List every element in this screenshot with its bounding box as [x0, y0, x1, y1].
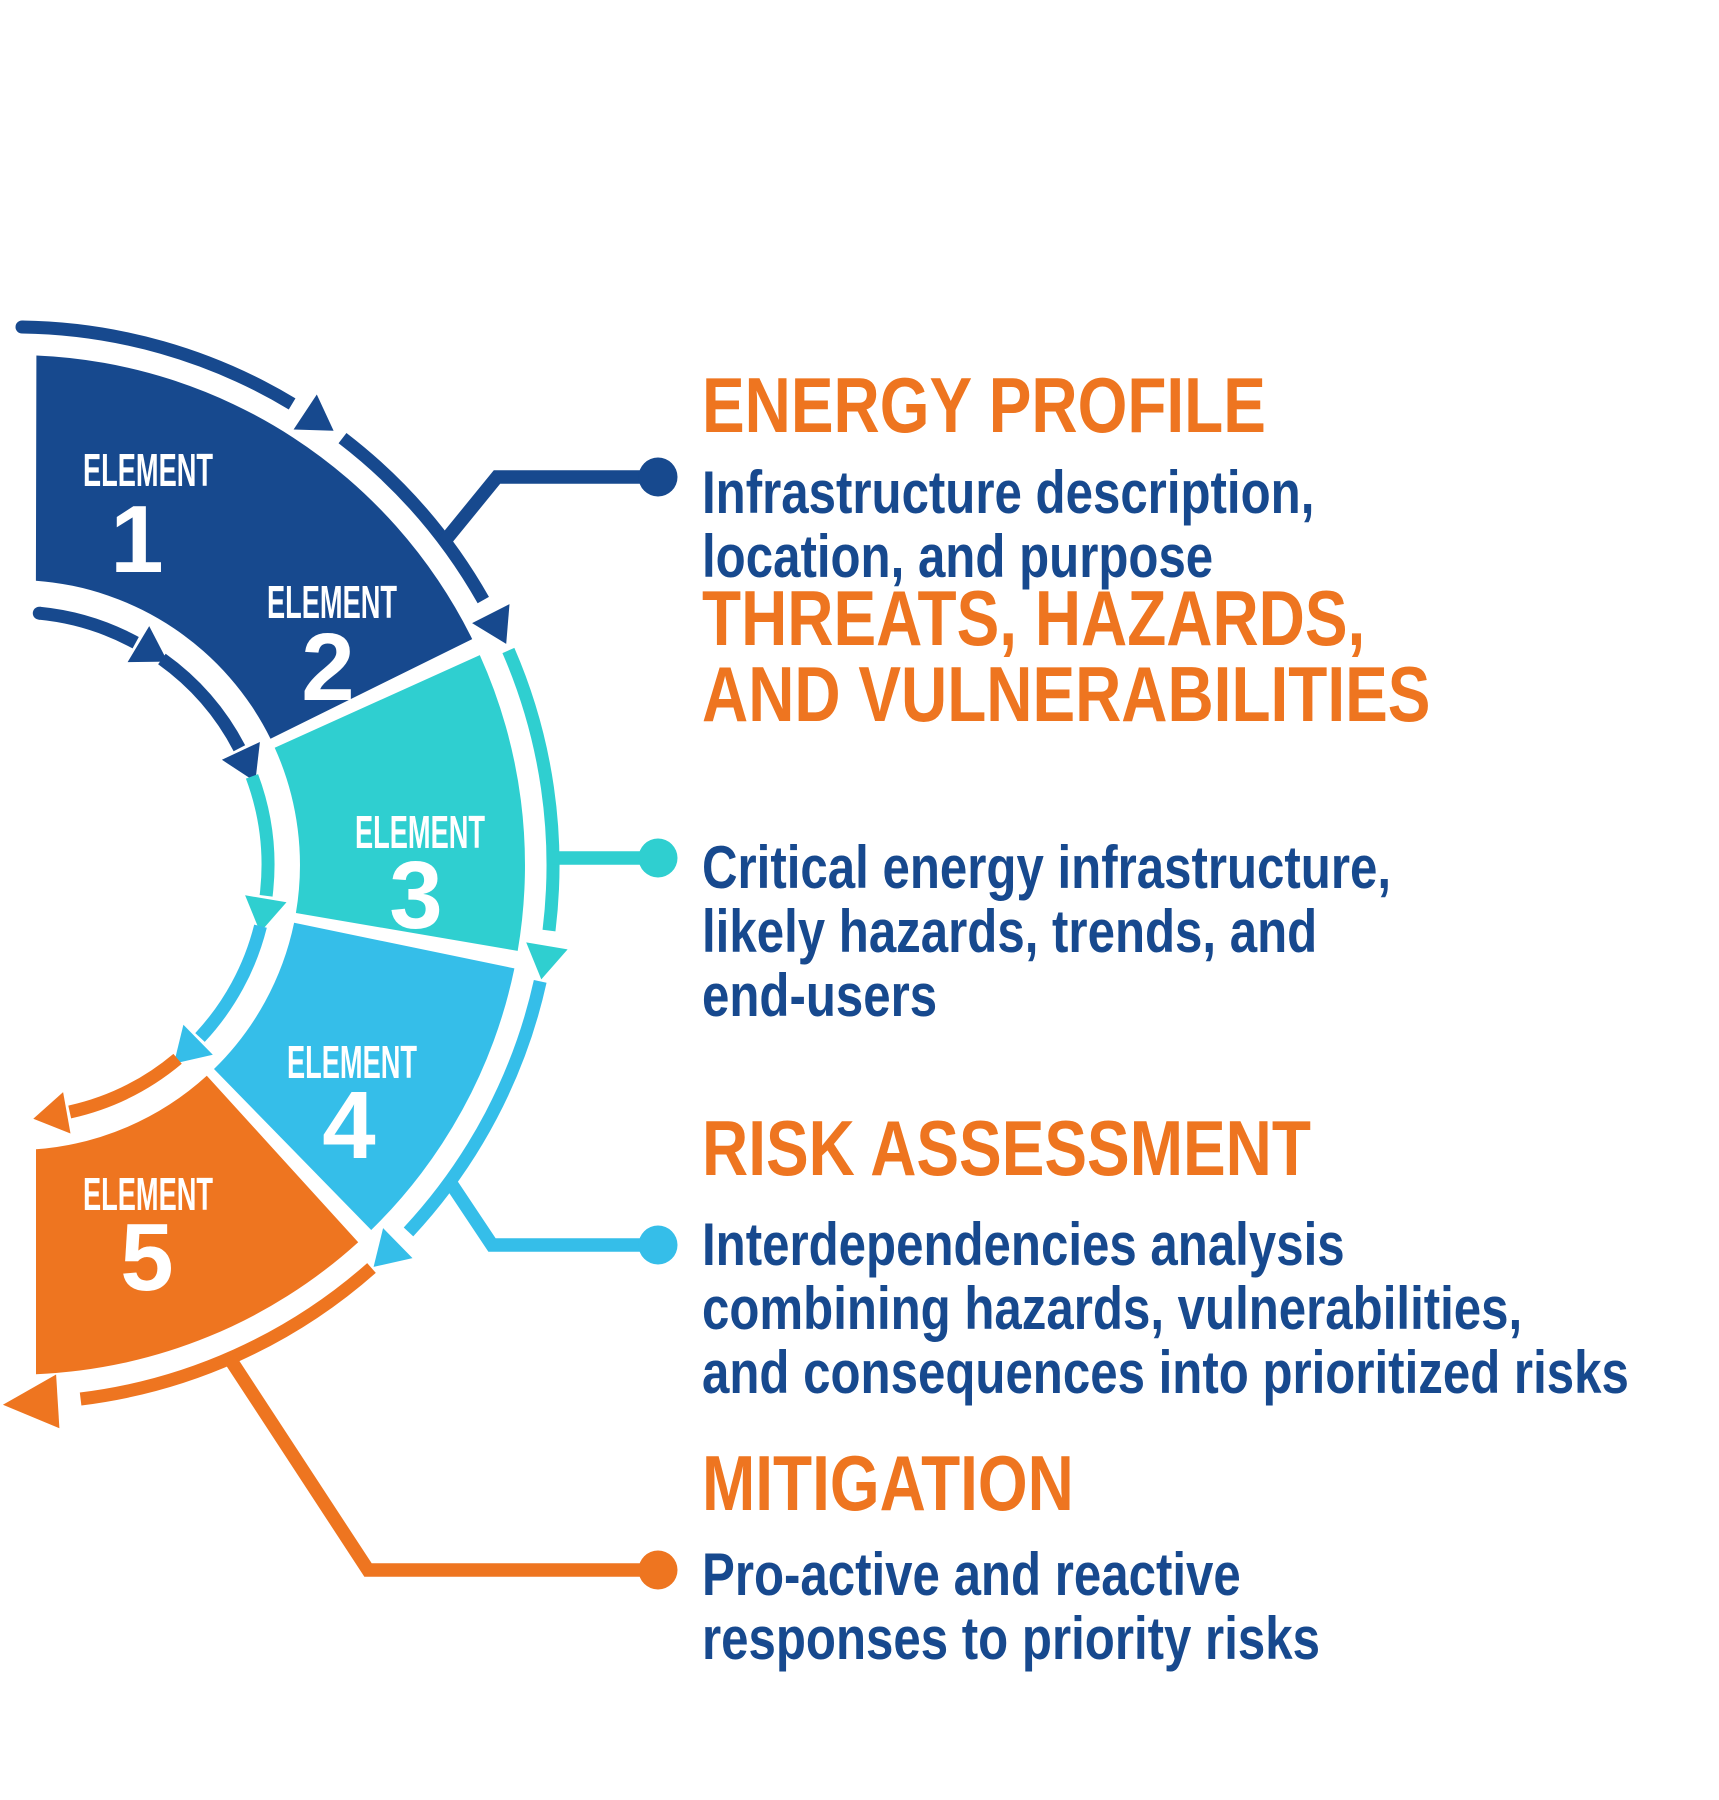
body-line: end-users — [702, 962, 938, 1029]
connector-line-energy-profile — [438, 470, 658, 547]
flow-arrowhead-icon — [173, 1024, 213, 1064]
inner-flow-arc-navy-1 — [38, 606, 139, 649]
section-title: RISK ASSESSMENT — [702, 1104, 1445, 1192]
outer-flow-arc-teal — [502, 647, 560, 932]
title-line: ENERGY PROFILE — [702, 361, 1266, 449]
connector-dot-mitigation — [638, 1550, 678, 1590]
title-line: AND VULNERABILITIES — [702, 650, 1431, 738]
connector-line-mitigation — [224, 1355, 658, 1577]
segment-element-3 — [274, 655, 525, 951]
title-line: THREATS, HAZARDS, — [702, 574, 1366, 662]
connector-dot-threats — [638, 838, 678, 878]
body-line: location, and purpose — [702, 523, 1214, 590]
body-line: Interdependencies analysis — [702, 1211, 1345, 1278]
connector-dot-risk-assessment — [638, 1225, 678, 1265]
element-2-label: ELEMENT — [267, 576, 397, 628]
element-4-label: ELEMENT — [287, 1036, 417, 1088]
body-line: responses to priority risks — [702, 1605, 1320, 1672]
element-5-label: ELEMENT — [83, 1168, 213, 1220]
flow-arrowhead-icon — [373, 1228, 413, 1267]
section-body: Pro-active and reactive responses to pri… — [702, 1543, 1456, 1671]
section-title: MITIGATION — [702, 1439, 1156, 1527]
element-1-number: 1 — [110, 486, 163, 593]
flow-arrowhead-icon — [221, 742, 260, 782]
body-line: Critical energy infrastructure, — [702, 834, 1392, 901]
inner-flow-arc-navy-2 — [158, 653, 246, 752]
flow-arrowhead-icon — [293, 394, 334, 431]
outer-flow-arc-navy-2 — [338, 432, 489, 604]
body-line: Pro-active and reactive — [702, 1541, 1241, 1608]
outer-flow-arc-navy-1 — [21, 320, 296, 410]
section-body: Infrastructure description, location, an… — [702, 461, 1449, 589]
title-line: RISK ASSESSMENT — [702, 1104, 1311, 1192]
element-3-label: ELEMENT — [355, 806, 485, 858]
flow-arrowhead-icon — [245, 895, 287, 933]
flow-arrowhead-icon — [472, 604, 510, 644]
inner-flow-arc-blue — [195, 924, 267, 1042]
element-5-number: 5 — [120, 1204, 173, 1311]
element-1-label: ELEMENT — [83, 444, 213, 496]
outer-flow-arc-blue — [403, 979, 547, 1237]
flow-arrowhead-icon — [127, 626, 168, 663]
element-3-number: 3 — [389, 842, 442, 949]
flow-arrowhead-icon — [33, 1092, 71, 1134]
inner-flow-arc-teal — [245, 774, 275, 897]
connector-dot-energy-profile — [638, 457, 678, 497]
flow-arrowhead-icon — [526, 942, 568, 980]
body-line: combining hazards, vulnerabilities, — [702, 1275, 1523, 1342]
body-line: Infrastructure description, — [702, 459, 1315, 526]
segment-element-4 — [214, 922, 515, 1230]
title-line: MITIGATION — [702, 1439, 1074, 1527]
outer-flow-arc-orange — [79, 1263, 376, 1406]
body-line: likely hazards, trends, and — [702, 898, 1318, 965]
section-body: Interdependencies analysis combining haz… — [702, 1213, 1719, 1405]
inner-flow-arc-orange — [68, 1053, 182, 1119]
flow-arrowhead-icon — [2, 1374, 60, 1429]
body-line: and consequences into prioritized risks — [702, 1339, 1629, 1406]
segment-element-5 — [36, 1075, 359, 1375]
connector-line-risk-assessment — [444, 1178, 658, 1252]
section-title: THREATS, HAZARDS, AND VULNERABILITIES — [702, 574, 1590, 738]
element-2-number: 2 — [301, 614, 354, 721]
segment-elements-1-2 — [35, 355, 473, 739]
element-4-number: 4 — [322, 1072, 375, 1179]
section-body: Critical energy infrastructure, likely h… — [702, 836, 1542, 1028]
section-title: ENERGY PROFILE — [702, 361, 1390, 449]
